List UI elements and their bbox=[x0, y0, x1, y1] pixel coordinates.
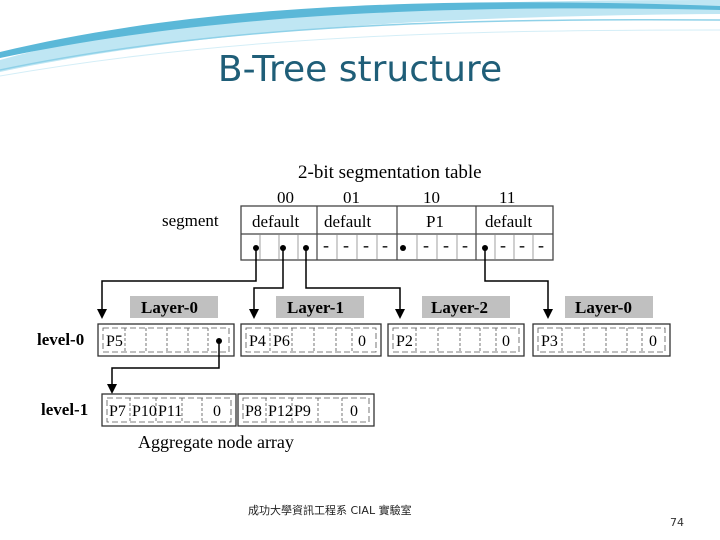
level-1-node: P8 P12 P9 0 bbox=[237, 393, 375, 427]
node-tail: 0 bbox=[358, 333, 366, 350]
empty-pointer: - bbox=[443, 235, 449, 255]
layer-box bbox=[276, 296, 364, 318]
layer-box bbox=[422, 296, 510, 318]
column-code-00: 00 bbox=[277, 188, 294, 207]
node-key: P5 bbox=[106, 333, 123, 350]
empty-pointer: - bbox=[382, 235, 388, 255]
level-1-node: P7 P10 P11 0 bbox=[101, 393, 237, 427]
arrowhead bbox=[97, 309, 107, 319]
level-0-node: P3 0 bbox=[532, 323, 671, 357]
segment-value-10: P1 bbox=[426, 212, 444, 231]
column-code-01: 01 bbox=[343, 188, 360, 207]
level-0-label: level-0 bbox=[37, 330, 84, 349]
arrowhead bbox=[107, 384, 117, 394]
level-0-node: P4 P6 0 bbox=[240, 323, 382, 357]
node-key: P11 bbox=[158, 403, 182, 420]
layer-box bbox=[130, 296, 218, 318]
node-key: P8 bbox=[245, 403, 262, 420]
level-0-node: P2 0 bbox=[387, 323, 525, 357]
child-arrow bbox=[111, 341, 220, 386]
segment-value-00: default bbox=[252, 212, 299, 231]
segment-label: segment bbox=[162, 211, 219, 230]
pointer-arrow bbox=[484, 248, 549, 311]
arrowhead bbox=[543, 309, 553, 319]
arrowhead bbox=[249, 309, 259, 319]
aggregate-caption: Aggregate node array bbox=[138, 432, 294, 452]
node-key: P12 bbox=[268, 403, 293, 420]
empty-pointer: - bbox=[538, 235, 544, 255]
page-number: 74 bbox=[670, 516, 684, 529]
node-tail: 0 bbox=[649, 333, 657, 350]
segment-value-01: default bbox=[324, 212, 371, 231]
empty-pointer: - bbox=[323, 235, 329, 255]
layer-label: Layer-0 bbox=[575, 298, 632, 317]
arrowhead bbox=[395, 309, 405, 319]
node-key: P9 bbox=[294, 403, 311, 420]
pointer-dot bbox=[400, 245, 406, 251]
segment-value-11: default bbox=[485, 212, 532, 231]
node-tail: 0 bbox=[213, 403, 221, 420]
empty-pointer: - bbox=[519, 235, 525, 255]
empty-pointer: - bbox=[500, 235, 506, 255]
table-title: 2-bit segmentation table bbox=[298, 162, 482, 183]
node-key: P10 bbox=[132, 403, 157, 420]
empty-pointer: - bbox=[343, 235, 349, 255]
footer-text: 成功大學資訊工程系 CIAL 實驗室 bbox=[248, 504, 412, 517]
level-1-label: level-1 bbox=[41, 400, 88, 419]
node-key: P6 bbox=[273, 333, 290, 350]
empty-pointer: - bbox=[363, 235, 369, 255]
layer-label: Layer-2 bbox=[431, 298, 488, 317]
column-code-10: 10 bbox=[423, 188, 440, 207]
pointer-arrow bbox=[305, 248, 401, 311]
empty-pointer: - bbox=[462, 235, 468, 255]
pointer-arrow bbox=[101, 248, 257, 311]
node-key: P2 bbox=[396, 333, 413, 350]
header-decoration bbox=[0, 0, 720, 77]
column-code-11: 11 bbox=[499, 188, 515, 207]
node-tail: 0 bbox=[502, 333, 510, 350]
empty-pointer: - bbox=[423, 235, 429, 255]
node-key: P7 bbox=[109, 403, 126, 420]
slide-title: B-Tree structure bbox=[217, 49, 503, 90]
node-key: P3 bbox=[541, 333, 558, 350]
level-0-node: P5 bbox=[97, 323, 235, 357]
layer-label: Layer-0 bbox=[141, 298, 198, 317]
layer-label: Layer-1 bbox=[287, 298, 344, 317]
pointer-arrow bbox=[253, 248, 284, 311]
node-key: P4 bbox=[249, 333, 266, 350]
node-tail: 0 bbox=[350, 403, 358, 420]
layer-box bbox=[565, 296, 653, 318]
b-tree-diagram: 2-bit segmentation table 00 01 10 11 seg… bbox=[30, 158, 678, 462]
